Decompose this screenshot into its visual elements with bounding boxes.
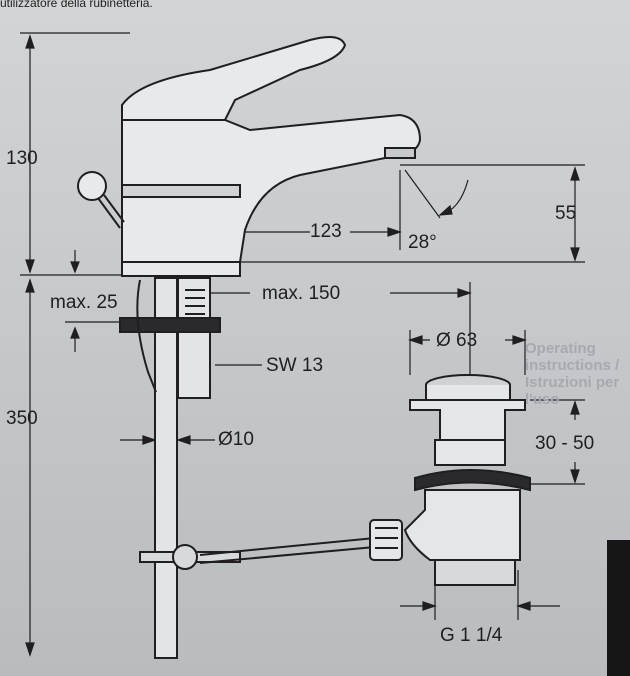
page-edge-block (607, 540, 630, 676)
dim-angle-28: 28° (408, 232, 437, 253)
dim-350: 350 (6, 408, 38, 429)
dim-55: 55 (555, 203, 577, 224)
dim-30-50: 30 - 50 (535, 433, 595, 454)
dim-thread: G 1 1/4 (440, 625, 503, 646)
mounting-assembly (119, 277, 376, 659)
caption-text: utilizzatore della rubinetteria. (0, 0, 153, 10)
section-heading: Operating instructions / Istruzioni per … (525, 340, 620, 408)
dim-130: 130 (6, 148, 38, 169)
faucet-body (77, 35, 422, 277)
dim-max-150: max. 150 (262, 283, 341, 304)
dim-sw13: SW 13 (266, 355, 324, 376)
drain-assembly (369, 374, 531, 586)
dim-dia10: Ø10 (218, 429, 254, 450)
dim-max-25: max. 25 (50, 292, 118, 313)
dim-dia63: Ø 63 (436, 330, 478, 351)
dim-123: 123 (310, 221, 342, 242)
